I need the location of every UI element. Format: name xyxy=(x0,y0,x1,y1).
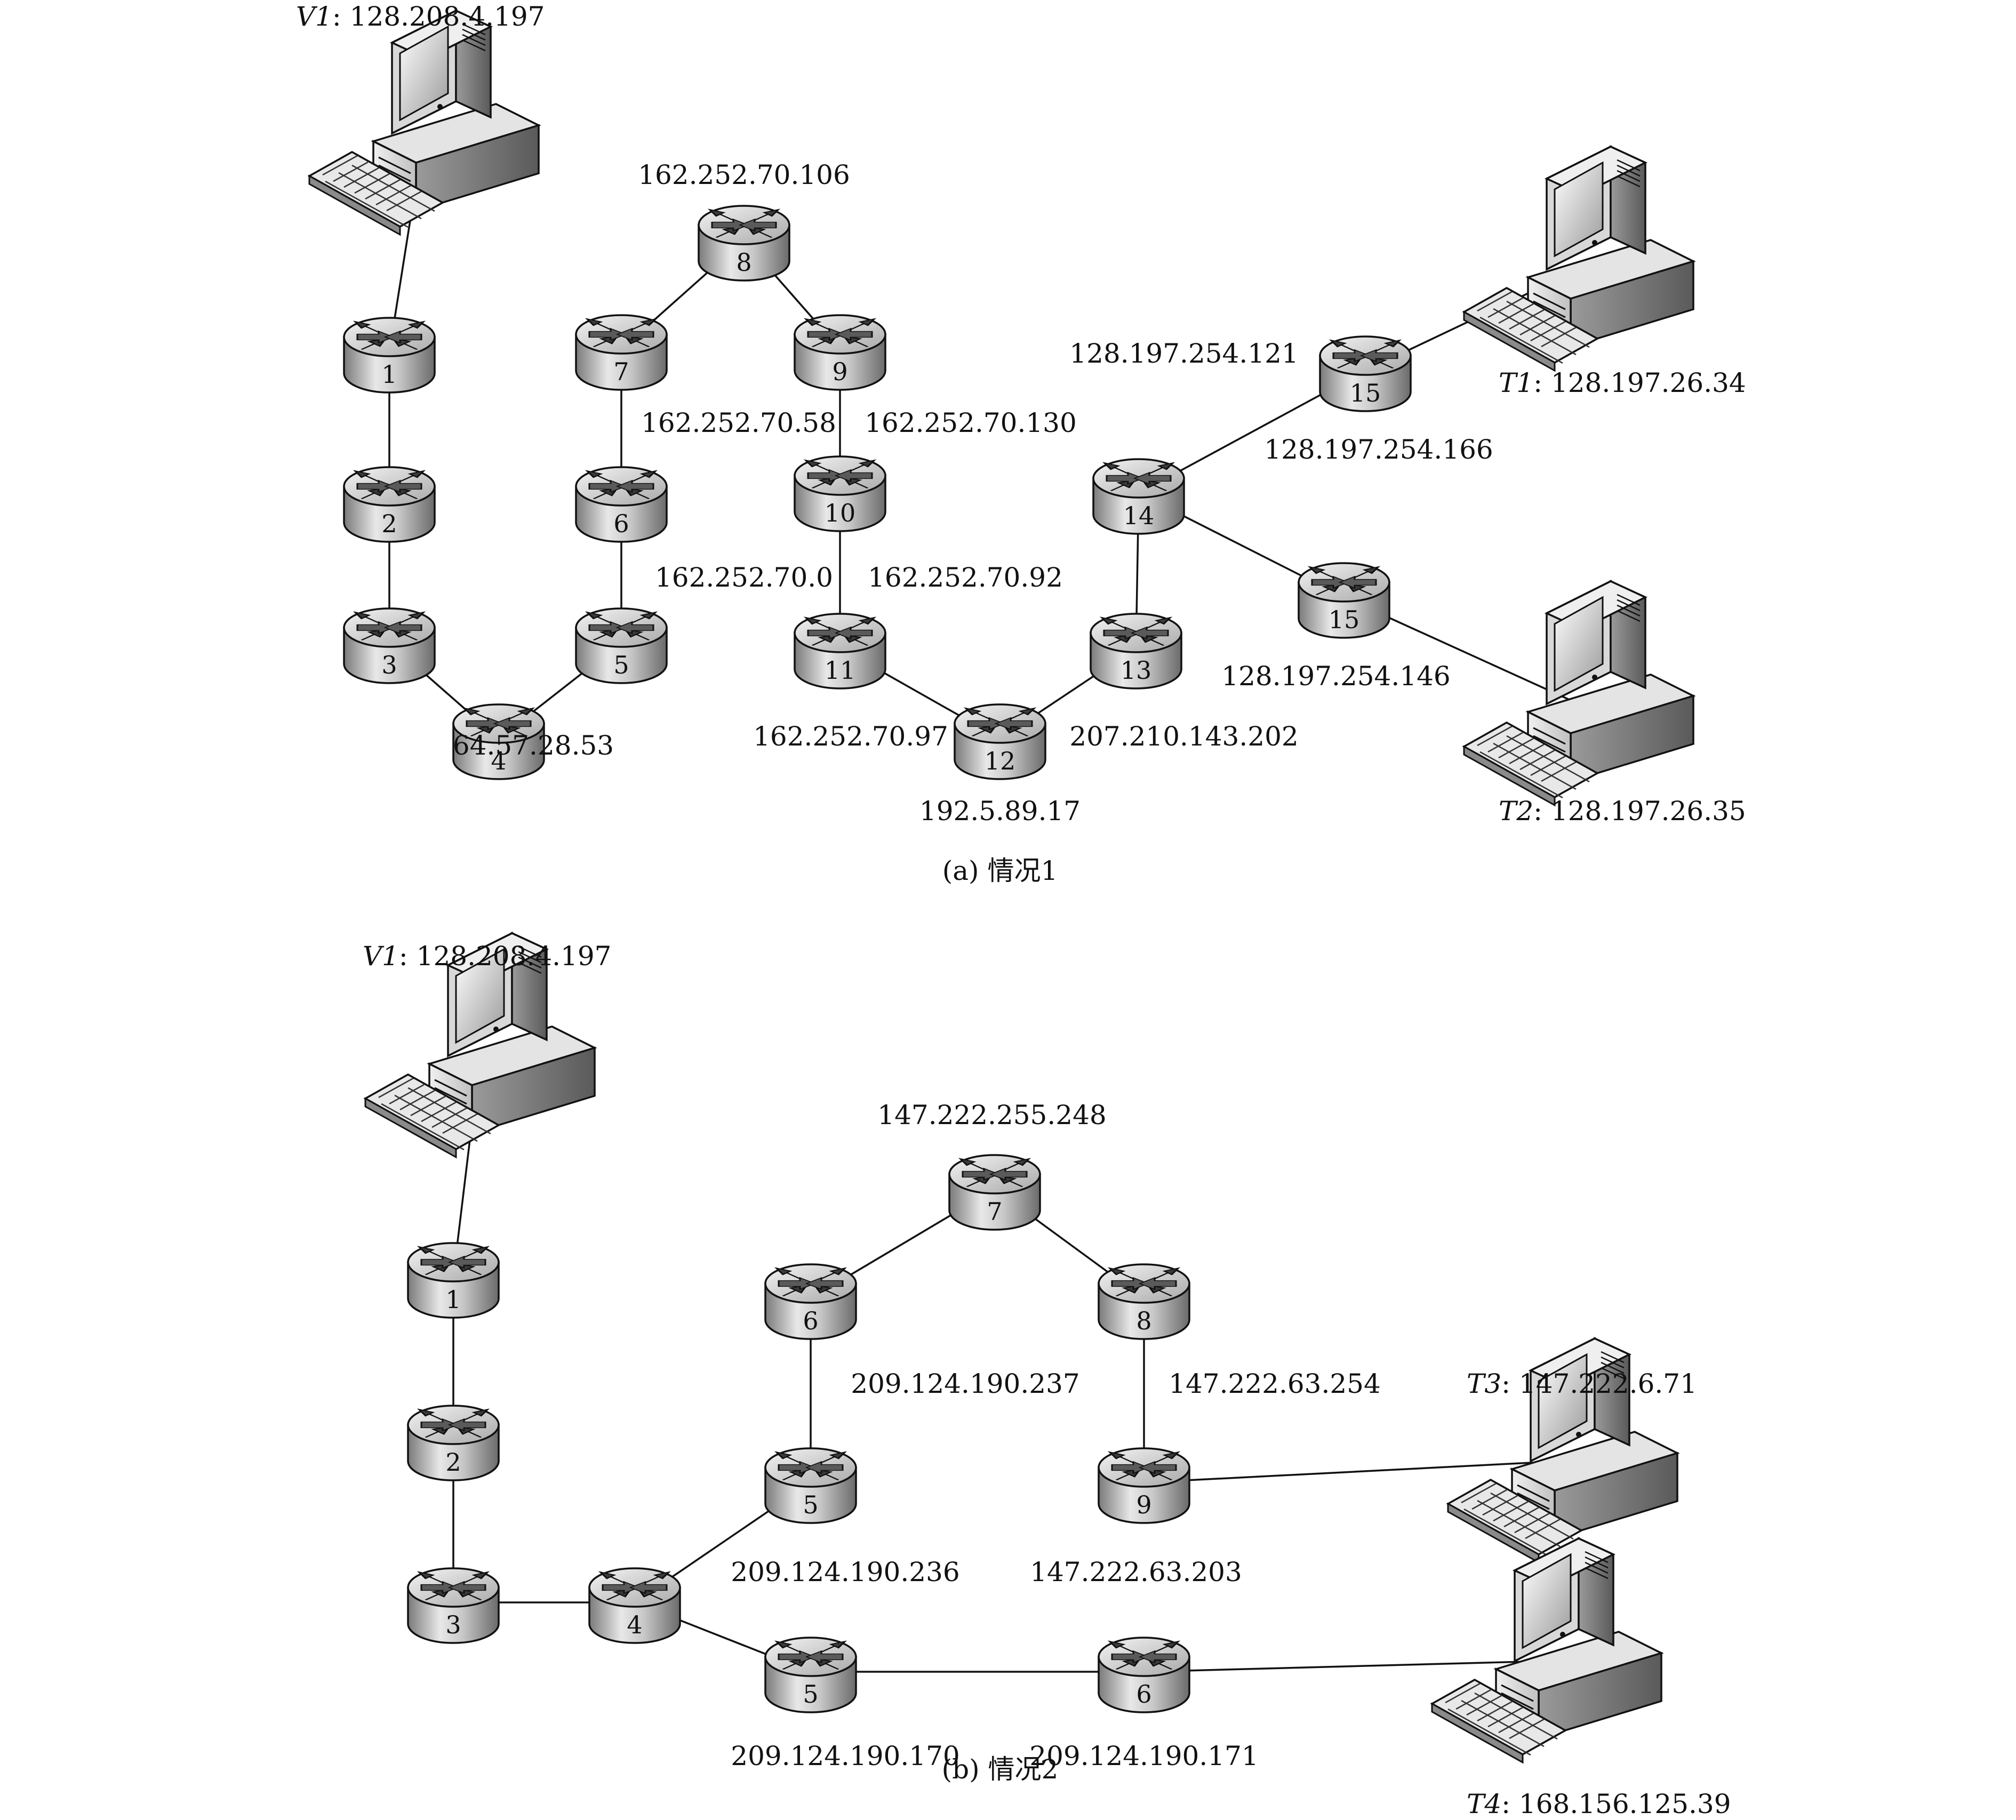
router-b-r9[interactable]: 9 xyxy=(1098,1447,1190,1524)
host-a-t2[interactable] xyxy=(1463,580,1694,806)
router-b-r8-ip: 147.222.63.254 xyxy=(1169,1368,1381,1399)
router-a-r8-ip: 162.252.70.106 xyxy=(638,159,850,190)
router-a-r1[interactable]: 1 xyxy=(343,317,436,394)
computer-icon xyxy=(1463,580,1694,806)
router-b-r8[interactable]: 8 xyxy=(1098,1263,1190,1340)
router-a-r4[interactable]: 4 xyxy=(452,703,545,780)
computer-icon xyxy=(308,10,540,236)
router-number: 13 xyxy=(1121,656,1152,685)
router-number: 14 xyxy=(1123,501,1155,530)
router-a-r7-ip: 162.252.70.58 xyxy=(641,407,836,438)
router-a-r13-ip: 207.210.143.202 xyxy=(1069,721,1298,752)
router-b-r6u[interactable]: 6 xyxy=(764,1263,857,1340)
router-b-r2[interactable]: 2 xyxy=(407,1405,500,1481)
router-number: 7 xyxy=(613,357,629,386)
router-number: 9 xyxy=(832,357,847,386)
host-b-t4[interactable] xyxy=(1431,1537,1662,1763)
router-a-r5[interactable]: 5 xyxy=(575,607,668,684)
router-a-r14-ip: 128.197.254.121 xyxy=(1069,338,1298,369)
router-b-r5u[interactable]: 5 xyxy=(764,1447,857,1524)
router-number: 10 xyxy=(825,499,856,527)
router-number: 5 xyxy=(613,651,629,679)
router-a-r14[interactable]: 14 xyxy=(1092,458,1185,535)
host-a-t1[interactable] xyxy=(1463,146,1694,372)
router-a-r10[interactable]: 10 xyxy=(794,455,886,532)
host-a-v1-label: V1: 128.208.4.197 xyxy=(296,1,545,32)
router-b-r5l-ip: 209.124.190.170 xyxy=(731,1741,959,1771)
router-a-r6[interactable]: 6 xyxy=(575,466,668,543)
router-number: 3 xyxy=(445,1610,461,1639)
router-a-r10-ip-right: 162.252.70.92 xyxy=(868,562,1063,593)
router-a-r15a[interactable]: 15 xyxy=(1319,335,1412,412)
router-a-r15b[interactable]: 15 xyxy=(1298,562,1390,639)
link-b-r9-b-t3 xyxy=(1143,1460,1563,1484)
router-b-r1[interactable]: 1 xyxy=(407,1242,500,1319)
caption-b: (b) 情况2 xyxy=(942,1754,1059,1785)
panel-b: 209.124.190.236 209.124.190.237 147.222.… xyxy=(363,941,1731,1819)
router-number: 4 xyxy=(627,1610,642,1639)
host-b-t4-label: T4: 168.156.125.39 xyxy=(1467,1789,1731,1819)
router-a-r10-ip-left: 162.252.70.0 xyxy=(655,562,833,593)
router-number: 9 xyxy=(1136,1490,1151,1519)
router-b-r3[interactable]: 3 xyxy=(407,1567,500,1644)
router-number: 15 xyxy=(1329,605,1360,634)
router-number: 11 xyxy=(825,656,856,685)
router-number: 8 xyxy=(1136,1306,1151,1335)
router-number: 1 xyxy=(445,1285,461,1314)
host-a-t1-label: T1: 128.197.26.34 xyxy=(1499,367,1746,398)
router-number: 3 xyxy=(381,651,397,679)
router-b-r5u-ip: 209.124.190.236 xyxy=(731,1557,959,1588)
router-number: 6 xyxy=(803,1306,818,1335)
router-a-r2[interactable]: 2 xyxy=(343,466,436,543)
router-b-r7[interactable]: 7 xyxy=(948,1154,1041,1231)
router-a-r7[interactable]: 7 xyxy=(575,314,668,391)
host-a-t2-label: T2: 128.197.26.35 xyxy=(1499,796,1746,827)
router-number: 6 xyxy=(1136,1680,1151,1709)
host-b-v1-label: V1: 128.208.4.197 xyxy=(363,941,611,972)
router-number: 5 xyxy=(803,1490,818,1519)
router-number: 15 xyxy=(1350,379,1381,407)
router-a-r9-ip: 162.252.70.130 xyxy=(865,407,1077,438)
host-a-v1[interactable] xyxy=(308,10,540,236)
router-b-r4[interactable]: 4 xyxy=(588,1567,681,1644)
router-a-r3[interactable]: 3 xyxy=(343,607,436,684)
router-number: 7 xyxy=(987,1197,1002,1226)
router-number: 1 xyxy=(381,360,397,389)
router-a-r12-ip: 192.5.89.17 xyxy=(919,796,1081,827)
link-b-r6l-b-t4 xyxy=(1143,1660,1547,1673)
router-number: 2 xyxy=(381,509,397,538)
host-b-t3-label: T3: 147.222.6.71 xyxy=(1467,1368,1697,1399)
router-b-r7-ip: 147.222.255.248 xyxy=(877,1100,1106,1131)
router-a-r8[interactable]: 8 xyxy=(698,205,790,282)
router-b-r9-ip: 147.222.63.203 xyxy=(1030,1557,1242,1588)
router-number: 4 xyxy=(491,747,506,775)
router-number: 12 xyxy=(985,747,1016,775)
router-number: 5 xyxy=(803,1680,818,1709)
router-a-r13[interactable]: 13 xyxy=(1090,613,1182,689)
computer-icon xyxy=(1431,1537,1662,1763)
router-a-r15a-ip: 128.197.254.166 xyxy=(1264,434,1493,465)
router-b-r6l-ip: 209.124.190.171 xyxy=(1029,1741,1258,1771)
router-a-r11-ip: 162.252.70.97 xyxy=(753,721,948,752)
router-number: 2 xyxy=(445,1448,461,1477)
caption-a: (a) 情况1 xyxy=(942,855,1058,886)
router-a-r12[interactable]: 12 xyxy=(954,703,1046,780)
router-number: 6 xyxy=(613,509,629,538)
router-a-r15b-ip: 128.197.254.146 xyxy=(1221,661,1450,692)
router-b-r5l[interactable]: 5 xyxy=(764,1637,857,1713)
router-a-r9[interactable]: 9 xyxy=(794,314,886,391)
router-a-r11[interactable]: 11 xyxy=(794,613,886,689)
router-a-r5-ip: 64.57.28.53 xyxy=(453,730,614,761)
router-b-r6l[interactable]: 6 xyxy=(1098,1637,1190,1713)
router-b-r6u-ip: 209.124.190.237 xyxy=(851,1368,1079,1399)
computer-icon xyxy=(1463,146,1694,372)
panel-a: 64.57.28.53 162.252.70.58 162.252.70.106… xyxy=(296,1,1746,886)
router-number: 8 xyxy=(736,248,751,277)
